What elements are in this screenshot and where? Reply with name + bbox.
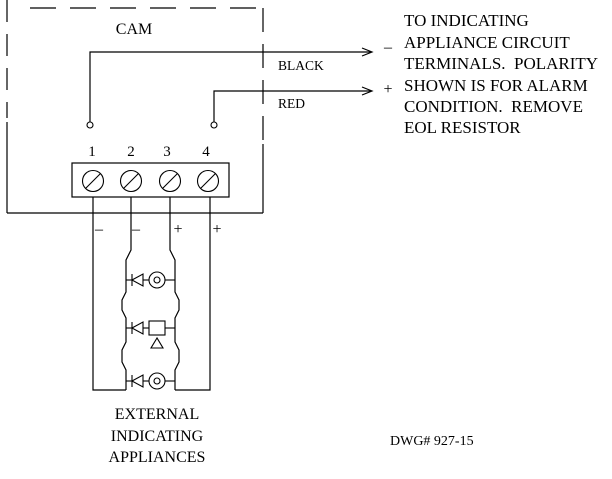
positive-rail xyxy=(169,197,180,390)
note-line: TO INDICATING xyxy=(404,11,529,30)
bell-icon xyxy=(148,271,166,289)
black-wire-label: BLACK xyxy=(278,58,324,73)
terminal-4-return-wire xyxy=(175,197,211,391)
appliance-2 xyxy=(126,320,175,349)
terminal-number-3: 3 xyxy=(163,144,171,160)
red-wire xyxy=(210,86,374,129)
red-wire-label: RED xyxy=(278,96,305,111)
caption-line: EXTERNAL xyxy=(115,406,199,423)
field-polarity-1: – xyxy=(94,221,104,238)
note-line: TERMINALS. POLARITY xyxy=(404,54,598,73)
strobe-horn-icon xyxy=(148,320,166,349)
black-wire xyxy=(86,47,374,129)
note-line: APPLIANCE CIRCUIT xyxy=(404,33,570,52)
screw-terminal-2-icon xyxy=(119,169,143,193)
appliances-caption: EXTERNAL INDICATING APPLIANCES xyxy=(109,406,206,466)
note-line: EOL RESISTOR xyxy=(404,118,521,137)
output-positive-mark: + xyxy=(383,81,392,98)
terminal-block xyxy=(71,162,230,198)
note-line: CONDITION. REMOVE xyxy=(404,97,583,116)
diode-icon xyxy=(130,374,144,388)
diode-icon xyxy=(130,273,144,287)
field-polarity-4: + xyxy=(212,221,221,238)
terminal-number-1: 1 xyxy=(88,144,96,160)
field-polarity-3: + xyxy=(173,221,182,238)
screw-terminal-3-icon xyxy=(158,169,182,193)
caption-line: APPLIANCES xyxy=(109,449,206,466)
caption-line: INDICATING xyxy=(111,428,204,445)
negative-rail xyxy=(121,197,132,390)
screw-terminal-1-icon xyxy=(81,169,105,193)
polarity-note: TO INDICATING APPLIANCE CIRCUIT TERMINAL… xyxy=(404,11,598,137)
field-polarity-2: – xyxy=(131,221,141,238)
cam-enclosure xyxy=(6,0,264,214)
screw-terminal-4-icon xyxy=(196,169,220,193)
appliance-1 xyxy=(126,271,175,289)
bell-icon xyxy=(148,372,166,390)
field-wiring xyxy=(92,197,211,391)
note-line: SHOWN IS FOR ALARM xyxy=(404,76,588,95)
drawing-number: DWG# 927-15 xyxy=(390,434,474,449)
diode-icon xyxy=(130,321,144,335)
appliance-3 xyxy=(126,372,175,390)
terminal-1-return-wire xyxy=(92,197,126,391)
enclosure-label: CAM xyxy=(116,21,152,38)
output-negative-mark: – xyxy=(383,39,393,56)
terminal-number-4: 4 xyxy=(202,144,210,160)
terminal-number-2: 2 xyxy=(127,144,135,160)
